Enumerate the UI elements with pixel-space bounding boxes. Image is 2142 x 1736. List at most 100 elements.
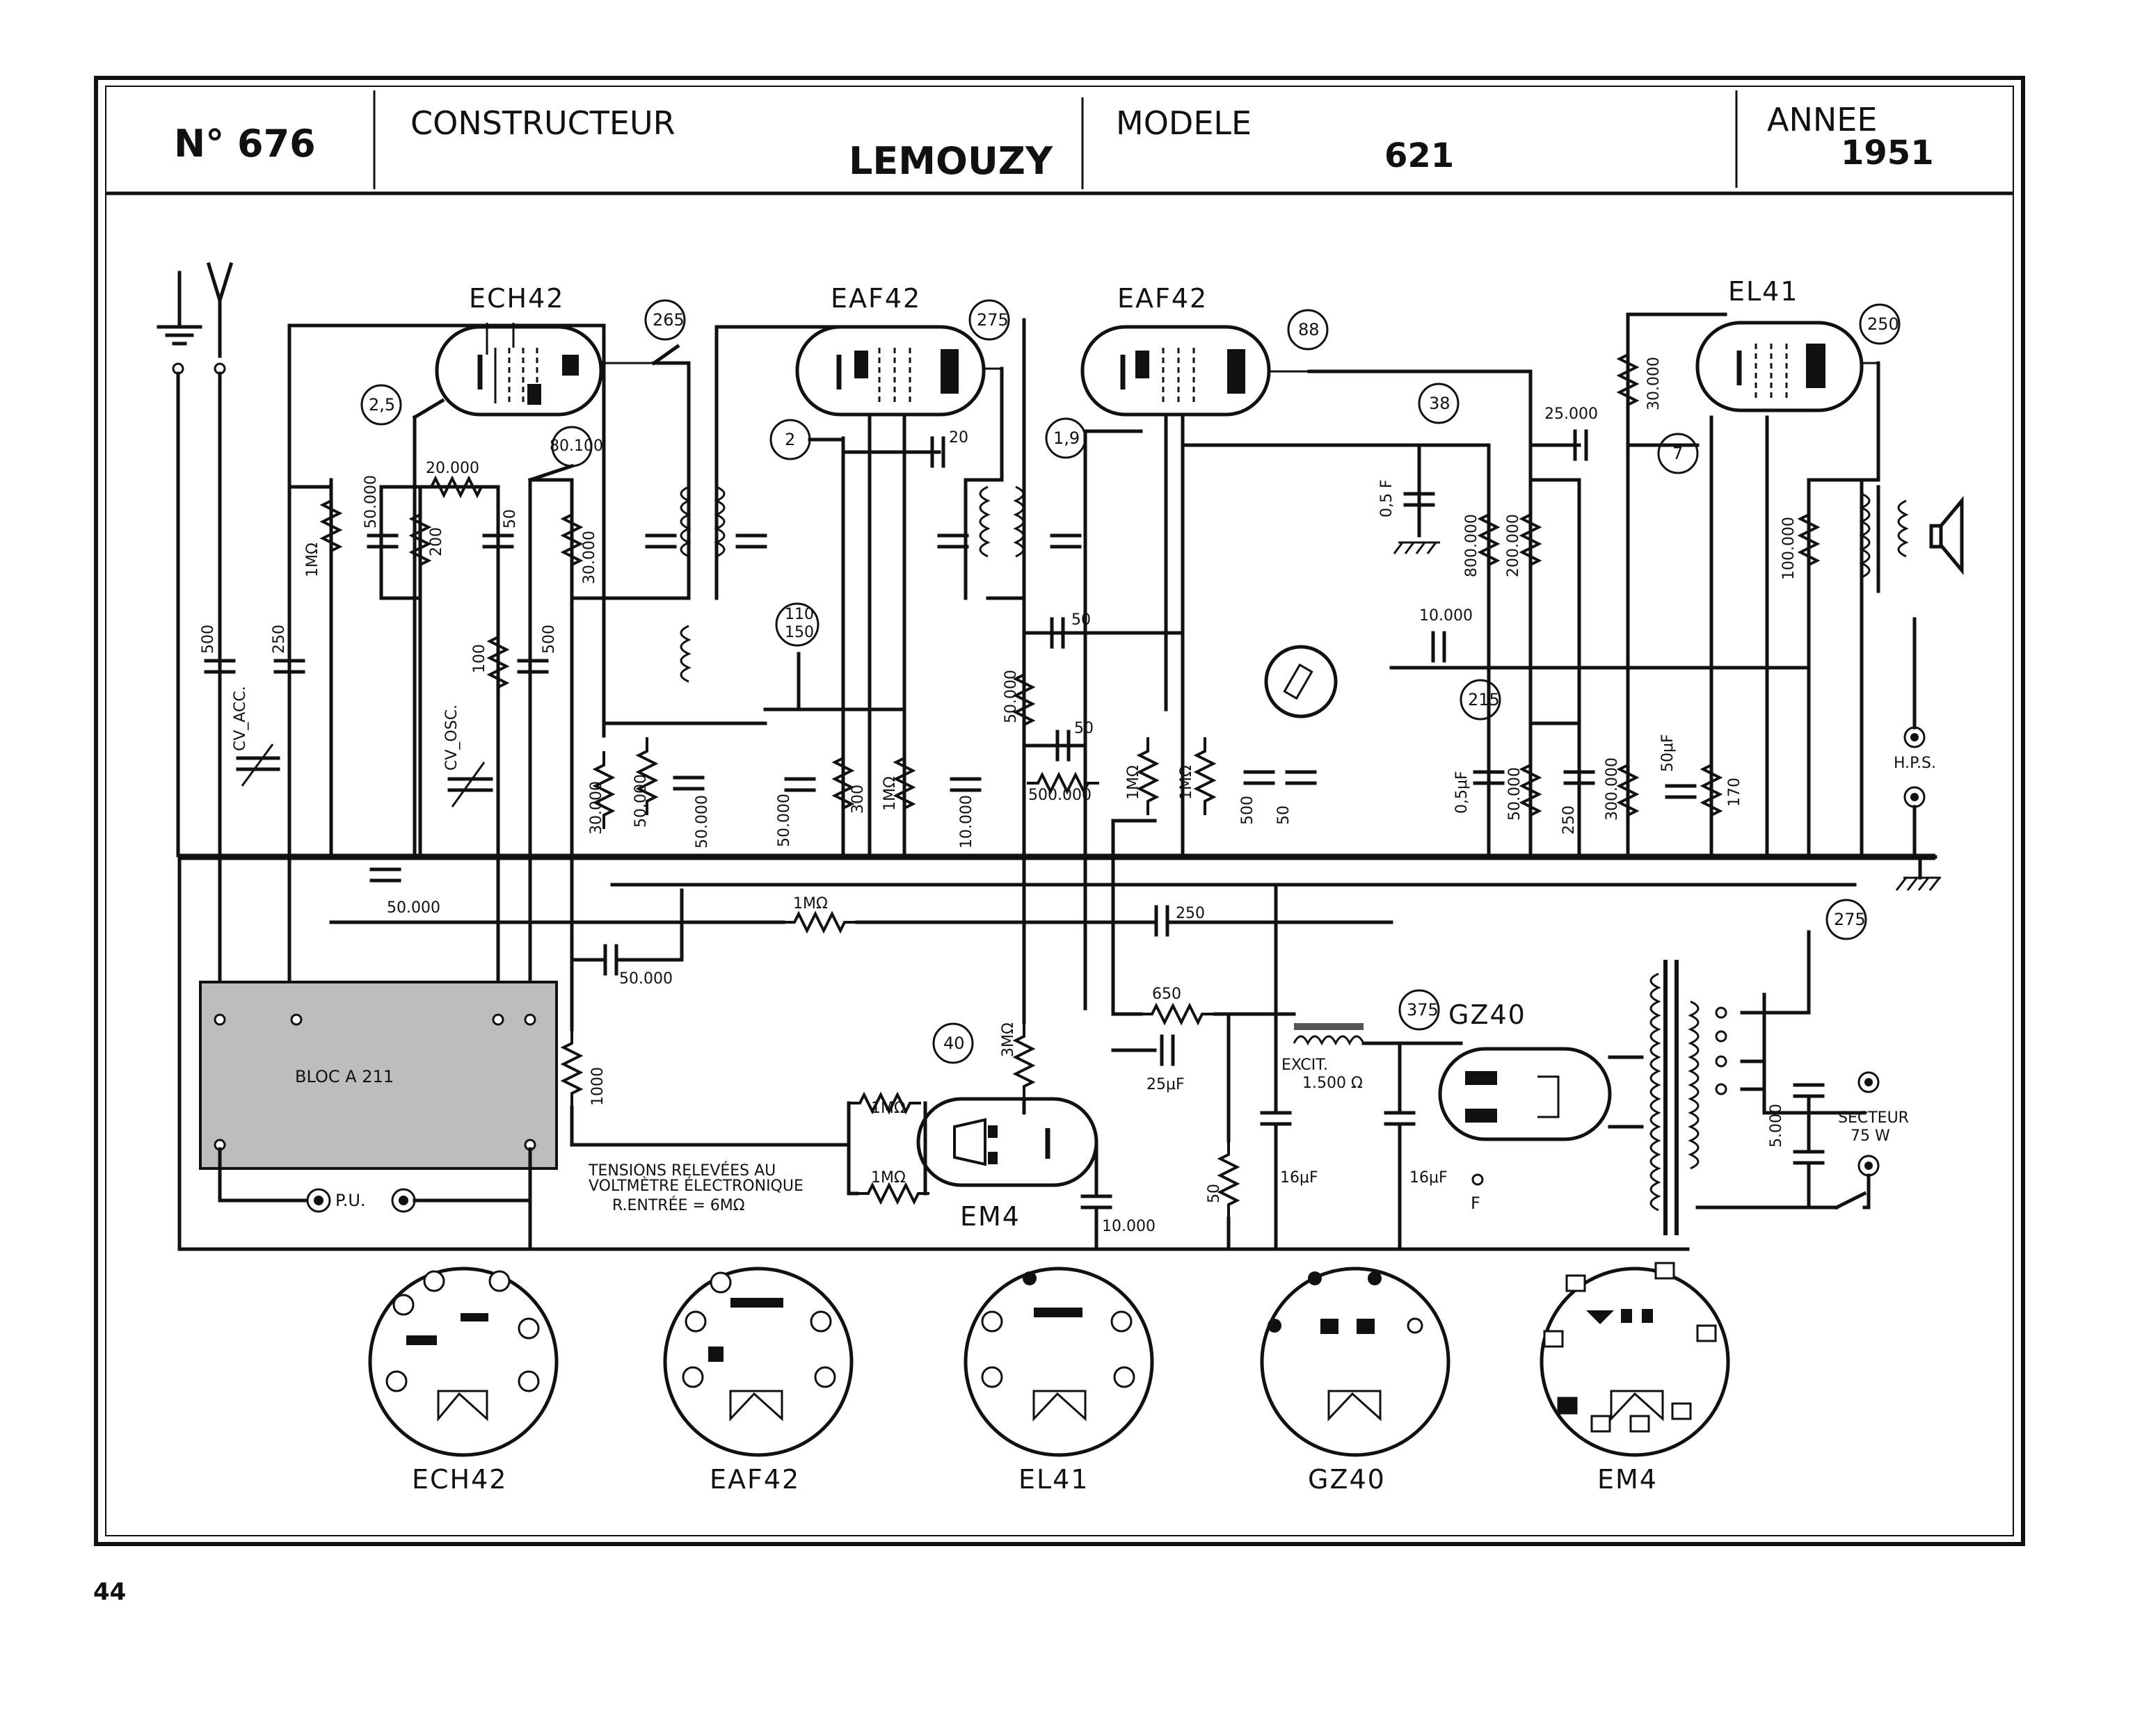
label-cv-acc: CV_ACC. (232, 686, 249, 751)
base-eaf42: EAF42 (663, 1267, 854, 1495)
label-1m-a: 1MΩ (304, 542, 321, 577)
label-r3m: 3MΩ (1000, 1022, 1017, 1057)
voltage-110: 110 (785, 606, 814, 623)
page-frame (94, 76, 2025, 1546)
label-c10000-a: 10.000 (958, 795, 975, 849)
voltage-88: 88 (1298, 320, 1320, 339)
voltage-80-100: 80.100 (550, 437, 603, 455)
tube-eaf42-1: EAF42 (795, 283, 1002, 417)
voltage-40: 40 (943, 1034, 965, 1053)
label-c0-5uf: 0,5μF (1453, 771, 1471, 814)
label-hps: H.P.S. (1894, 755, 1936, 772)
voltage-1-9: 1,9 (1053, 428, 1080, 448)
label-c250-a: 250 (271, 625, 288, 654)
tube-eaf42-1-label: EAF42 (831, 283, 921, 314)
tube-em4: EM4 1MΩ 1MΩ 3MΩ 10.000 (847, 855, 1156, 1251)
note-line-2: VOLTMÈTRE ÉLECTRONIQUE (589, 1177, 804, 1195)
label-excit-val: 1.500 Ω (1302, 1075, 1363, 1092)
label-secteur: SECTEUR (1838, 1109, 1909, 1127)
label-c50-b: 50 (1071, 611, 1091, 629)
label-c500-a: 500 (200, 625, 217, 654)
voltage-375: 375 (1407, 1000, 1439, 1020)
label-r50000-b: 50.000 (1002, 670, 1020, 723)
label-r800000: 800.000 (1463, 514, 1480, 577)
base-ech42-label: ECH42 (412, 1464, 507, 1495)
base-em4-label: EM4 (1597, 1464, 1658, 1495)
bloc-a211 (199, 981, 558, 1170)
voltage-250: 250 (1867, 314, 1899, 334)
antenna-ground (157, 262, 234, 1011)
label-r300: 300 (849, 785, 867, 814)
base-ech42: ECH42 (368, 1267, 559, 1495)
page-number: 44 (93, 1578, 126, 1606)
label-r1m-d: 1MΩ (1178, 765, 1195, 800)
label-r20000: 20.000 (426, 460, 479, 477)
label-c0-5f: 0,5 F (1378, 479, 1396, 517)
label-r30000-b: 30.000 (588, 781, 605, 835)
title-block: N° 676 CONSTRUCTEUR LEMOUZY MODELE 621 A… (174, 101, 1934, 183)
base-el41: EL41 (964, 1267, 1154, 1495)
label-r500000: 500.000 (1028, 787, 1092, 804)
label-c25uf: 25μF (1146, 1076, 1185, 1093)
label-c50000-c: 50.000 (694, 795, 711, 849)
label-c20: 20 (949, 429, 968, 447)
tube-gz40-label: GZ40 (1448, 999, 1526, 1030)
base-gz40-label: GZ40 (1308, 1464, 1386, 1495)
voltage-2-5: 2,5 (369, 395, 395, 415)
label-pu: P.U. (335, 1191, 366, 1210)
tube-el41-label: EL41 (1728, 276, 1799, 307)
label-r650: 650 (1152, 986, 1181, 1003)
label-cv-osc: CV_OSC. (443, 705, 461, 771)
ground-bus (177, 853, 1941, 1251)
voltage-215: 215 (1468, 690, 1500, 709)
tube-ech42-label: ECH42 (469, 283, 564, 314)
label-c16uf-b: 16μF (1409, 1169, 1448, 1187)
label-r1m-e: 1MΩ (793, 895, 828, 913)
label-excit: EXCIT. (1281, 1056, 1328, 1074)
voltage-markers: 265 275 88 250 2,5 80.100 2 1,9 38 7 110… (360, 299, 1901, 1064)
label-c50-c: 50 (1074, 720, 1094, 737)
base-em4: EM4 (1540, 1262, 1730, 1495)
label-r200: 200 (428, 527, 445, 556)
annee-label: ANNEE (1767, 101, 1877, 138)
tube-el41: EL41 (1695, 276, 1878, 412)
label-r1m-f: 1MΩ (871, 1100, 906, 1117)
tube-bases: ECH42 EAF42 EL41 GZ (368, 1262, 1730, 1495)
power-supply: 650 25μF 50 16μF EXCIT. 1.500 Ω 16μF GZ4… (1111, 819, 1909, 1251)
annee-value: 1951 (1841, 134, 1934, 172)
voltage-275-a: 275 (977, 310, 1009, 330)
modele-label: MODELE (1116, 104, 1252, 142)
label-bloc: BLOC A 211 (295, 1067, 394, 1086)
note-line-3: R.ENTRÉE = 6MΩ (612, 1196, 745, 1214)
modele-value: 621 (1384, 136, 1454, 175)
base-gz40: GZ40 (1260, 1267, 1450, 1495)
base-eaf42-label: EAF42 (710, 1464, 800, 1495)
label-c16uf-a: 16μF (1280, 1169, 1318, 1187)
base-el41-label: EL41 (1018, 1464, 1089, 1495)
voltage-38: 38 (1429, 394, 1450, 413)
label-c10000-c: 10.000 (1102, 1218, 1156, 1235)
label-r50: 50 (1206, 1184, 1223, 1203)
voltage-150: 150 (785, 624, 814, 641)
label-c250-c: 250 (1176, 905, 1205, 922)
label-c10000-b: 10.000 (1419, 607, 1473, 625)
label-r300000: 300.000 (1604, 757, 1621, 821)
label-r1m-b: 1MΩ (881, 776, 899, 811)
components: 1MΩ 500 250 CV_ACC. CV_OSC. 20.000 50.00… (199, 341, 1964, 1251)
label-r100: 100 (471, 644, 488, 673)
label-r30000-a: 30.000 (581, 531, 598, 584)
sheet-number: N° 676 (174, 122, 316, 166)
label-r1000: 1000 (589, 1067, 607, 1106)
tube-em4-label: EM4 (960, 1201, 1021, 1232)
label-c5000: 5.000 (1768, 1104, 1785, 1148)
tube-eaf42-2-label: EAF42 (1117, 283, 1208, 314)
label-r1m-c: 1MΩ (1125, 765, 1142, 800)
label-r200000: 200.000 (1505, 514, 1522, 577)
note-line-1: TENSIONS RELEVÉES AU (588, 1162, 776, 1180)
label-c50000-d: 50.000 (776, 794, 793, 847)
label-secteur-w: 75 W (1851, 1127, 1890, 1145)
label-r50000-a: 50.000 (632, 774, 650, 828)
label-c50-d: 50 (1275, 805, 1293, 825)
voltage-2: 2 (785, 430, 795, 449)
